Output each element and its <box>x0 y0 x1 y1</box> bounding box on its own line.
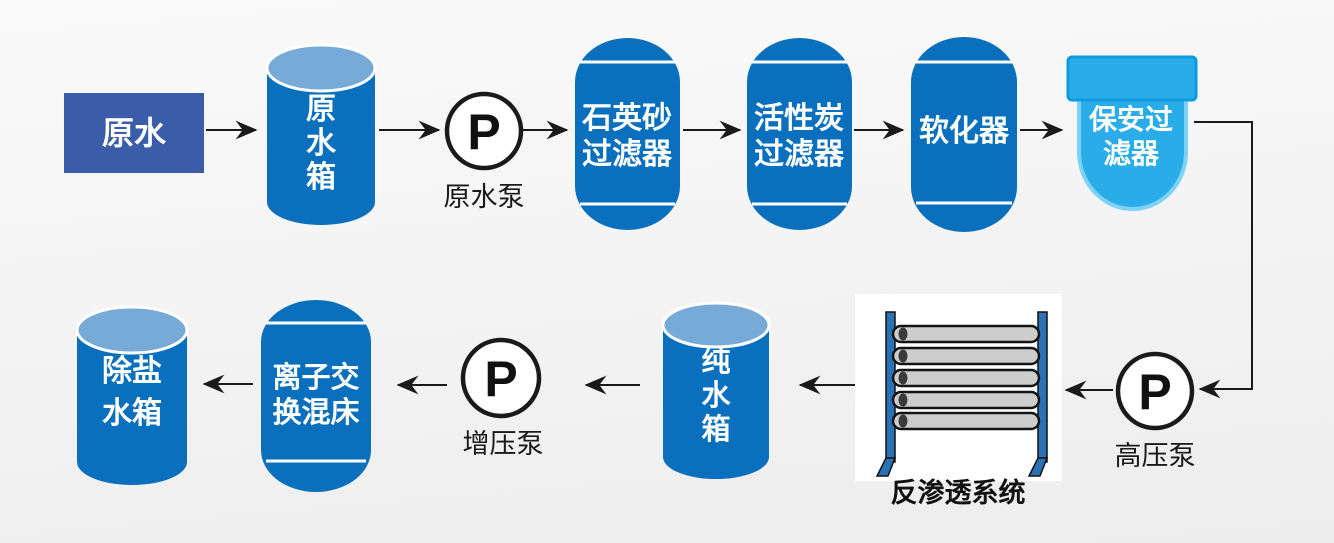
pure-tank-label-3: 箱 <box>701 413 730 446</box>
pure-tank-label-1: 纯 <box>701 345 730 378</box>
raw-tank-label-3: 箱 <box>306 161 336 194</box>
node-raw-water: 原水 <box>64 93 204 173</box>
raw-tank-body <box>267 68 375 225</box>
pure-tank-lid <box>661 301 771 349</box>
raw-pump-symbol: P <box>467 104 500 160</box>
softener-label: 软化器 <box>919 115 1010 148</box>
carbon-filter-label-2: 过滤器 <box>754 138 845 171</box>
node-quartz-filter: 石英砂 过滤器 <box>575 38 680 230</box>
raw-water-box <box>64 93 204 173</box>
desalted-tank-label-2: 水箱 <box>102 397 162 430</box>
ro-right-foot <box>1027 457 1049 477</box>
ro-membrane-tube <box>891 390 1041 410</box>
ro-system-label: 反渗透系统 <box>891 477 1026 508</box>
desalted-tank-body <box>77 330 187 485</box>
hp-pump-circle <box>1115 351 1195 431</box>
ro-membrane-tube <box>891 368 1041 388</box>
ion-exchanger-label-2: 换混床 <box>272 396 359 429</box>
quartz-filter-label-1: 石英砂 <box>581 102 672 135</box>
desalted-tank-lid <box>75 305 189 355</box>
ro-tube-endcap <box>898 414 908 428</box>
ro-left-foot <box>875 457 897 477</box>
booster-pump-symbol: P <box>484 351 517 407</box>
ro-tube-endcap <box>898 371 908 385</box>
booster-pump-circle <box>460 337 542 419</box>
node-raw-tank: 原 水 箱 <box>265 43 377 225</box>
node-ro-system: 反渗透系统 <box>855 294 1062 508</box>
raw-water-label: 原水 <box>102 115 167 151</box>
quartz-filter-vessel <box>575 38 680 230</box>
ion-exchanger-label-1: 离子交 <box>272 360 359 394</box>
ion-exchanger-vessel <box>261 300 371 492</box>
security-filter-label-2: 滤器 <box>1103 138 1160 169</box>
ro-tube-endcap <box>898 327 908 341</box>
node-ion-exchanger: 离子交 换混床 <box>261 300 371 492</box>
raw-tank-label-2: 水 <box>306 127 337 160</box>
security-filter-cap <box>1066 55 1198 102</box>
security-filter-label-1: 保安过 <box>1089 104 1173 135</box>
booster-pump-label: 增压泵 <box>463 429 544 459</box>
raw-tank-label-1: 原 <box>306 93 336 126</box>
ro-membrane-tube <box>891 411 1041 431</box>
node-softener: 软化器 <box>911 37 1017 232</box>
node-pure-tank: 纯 水 箱 <box>661 301 771 479</box>
elbow-security-to-hppump <box>1194 121 1253 399</box>
hp-pump-label: 高压泵 <box>1115 441 1196 471</box>
ro-membrane-tubes <box>891 324 1041 431</box>
hp-pump-symbol: P <box>1138 364 1171 420</box>
ro-membrane-tube <box>891 346 1041 366</box>
ro-tube-endcap <box>898 349 908 363</box>
node-booster-pump: P 增压泵 <box>460 337 544 459</box>
pure-tank-body <box>663 325 769 479</box>
desalted-tank-label-1: 除盐 <box>102 354 162 388</box>
node-security-filter: 保安过 滤器 <box>1066 55 1198 211</box>
raw-pump-label: 原水泵 <box>444 182 525 212</box>
pure-tank-label-2: 水 <box>701 379 731 412</box>
security-filter-body <box>1077 95 1188 211</box>
ro-tube-endcap <box>898 393 908 407</box>
quartz-filter-label-2: 过滤器 <box>582 138 673 171</box>
raw-tank-lid <box>265 43 377 93</box>
node-hp-pump: P 高压泵 <box>1115 351 1196 471</box>
node-raw-pump: P 原水泵 <box>444 91 525 212</box>
node-carbon-filter: 活性炭 过滤器 <box>747 38 852 230</box>
softener-vessel <box>911 37 1017 232</box>
ro-membrane-tube <box>891 324 1041 344</box>
node-desalted-tank: 除盐 水箱 <box>75 305 189 485</box>
carbon-filter-vessel <box>747 38 852 230</box>
flow-connectors <box>202 120 1253 400</box>
raw-pump-circle <box>444 91 524 171</box>
carbon-filter-label-1: 活性炭 <box>754 102 844 135</box>
